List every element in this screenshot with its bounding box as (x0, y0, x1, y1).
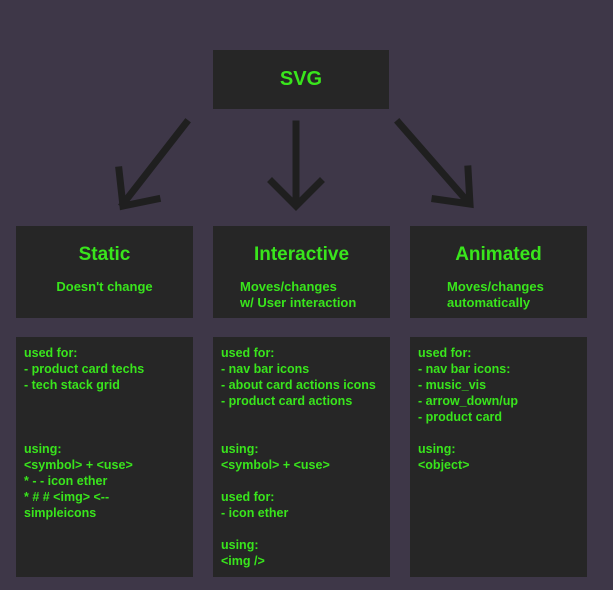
animated-title: Animated (455, 244, 542, 265)
animated-header-box: Animated Moves/changes automatically (410, 226, 587, 318)
interactive-using-item-2: <img /> (221, 554, 265, 568)
static-using-item: simpleicons (24, 506, 97, 520)
animated-used-for-label: used for: (418, 346, 472, 360)
interactive-subtitle: Moves/changes w/ User interaction (240, 279, 357, 310)
static-using-item: * # # <img> <-- (24, 490, 110, 504)
static-subtitle: Doesn't change (56, 279, 153, 294)
arrow-to-animated (394, 118, 474, 209)
arrow-to-static (115, 118, 191, 211)
animated-using-label: using: (418, 442, 456, 456)
static-detail-box: used for: - product card techs - tech st… (16, 337, 193, 577)
animated-used-for-item: - nav bar icons: (418, 362, 511, 376)
animated-subtitle: Moves/changes automatically (447, 279, 544, 310)
static-used-for-item: - product card techs (24, 362, 145, 376)
static-using-item: <symbol> + <use> (24, 458, 133, 472)
svg-root-node: SVG (213, 50, 389, 109)
static-using-label: using: (24, 442, 62, 456)
static-used-for-label: used for: (24, 346, 78, 360)
interactive-title: Interactive (253, 244, 350, 265)
interactive-used-for-item: - nav bar icons (221, 362, 310, 376)
interactive-using-label: using: (221, 442, 259, 456)
static-title: Static (78, 244, 131, 265)
animated-using-item: <object> (418, 458, 470, 472)
interactive-header-box: Interactive Moves/changes w/ User intera… (213, 226, 390, 318)
interactive-used-for-item: - about card actions icons (221, 378, 376, 392)
interactive-using-label-2: using: (221, 538, 259, 552)
static-header-box: Static Doesn't change (16, 226, 193, 318)
arrow-to-interactive (267, 120, 325, 211)
interactive-used-for-item: - product card actions (221, 394, 353, 408)
static-using-item: * - - icon ether (24, 474, 108, 488)
interactive-using-item: <symbol> + <use> (221, 458, 330, 472)
interactive-detail-box: used for: - nav bar icons - about card a… (213, 337, 390, 577)
animated-used-for-item: - music_vis (418, 378, 487, 392)
interactive-used-for-label: used for: (221, 346, 275, 360)
animated-used-for-item: - product card (418, 410, 503, 424)
interactive-used-for-item-2: - icon ether (221, 506, 289, 520)
animated-detail-box: used for: - nav bar icons: - music_vis -… (410, 337, 587, 577)
interactive-used-for-label-2: used for: (221, 490, 275, 504)
static-used-for-item: - tech stack grid (24, 378, 120, 392)
svg-root-label: SVG (279, 68, 323, 90)
animated-used-for-item: - arrow_down/up (418, 394, 518, 408)
